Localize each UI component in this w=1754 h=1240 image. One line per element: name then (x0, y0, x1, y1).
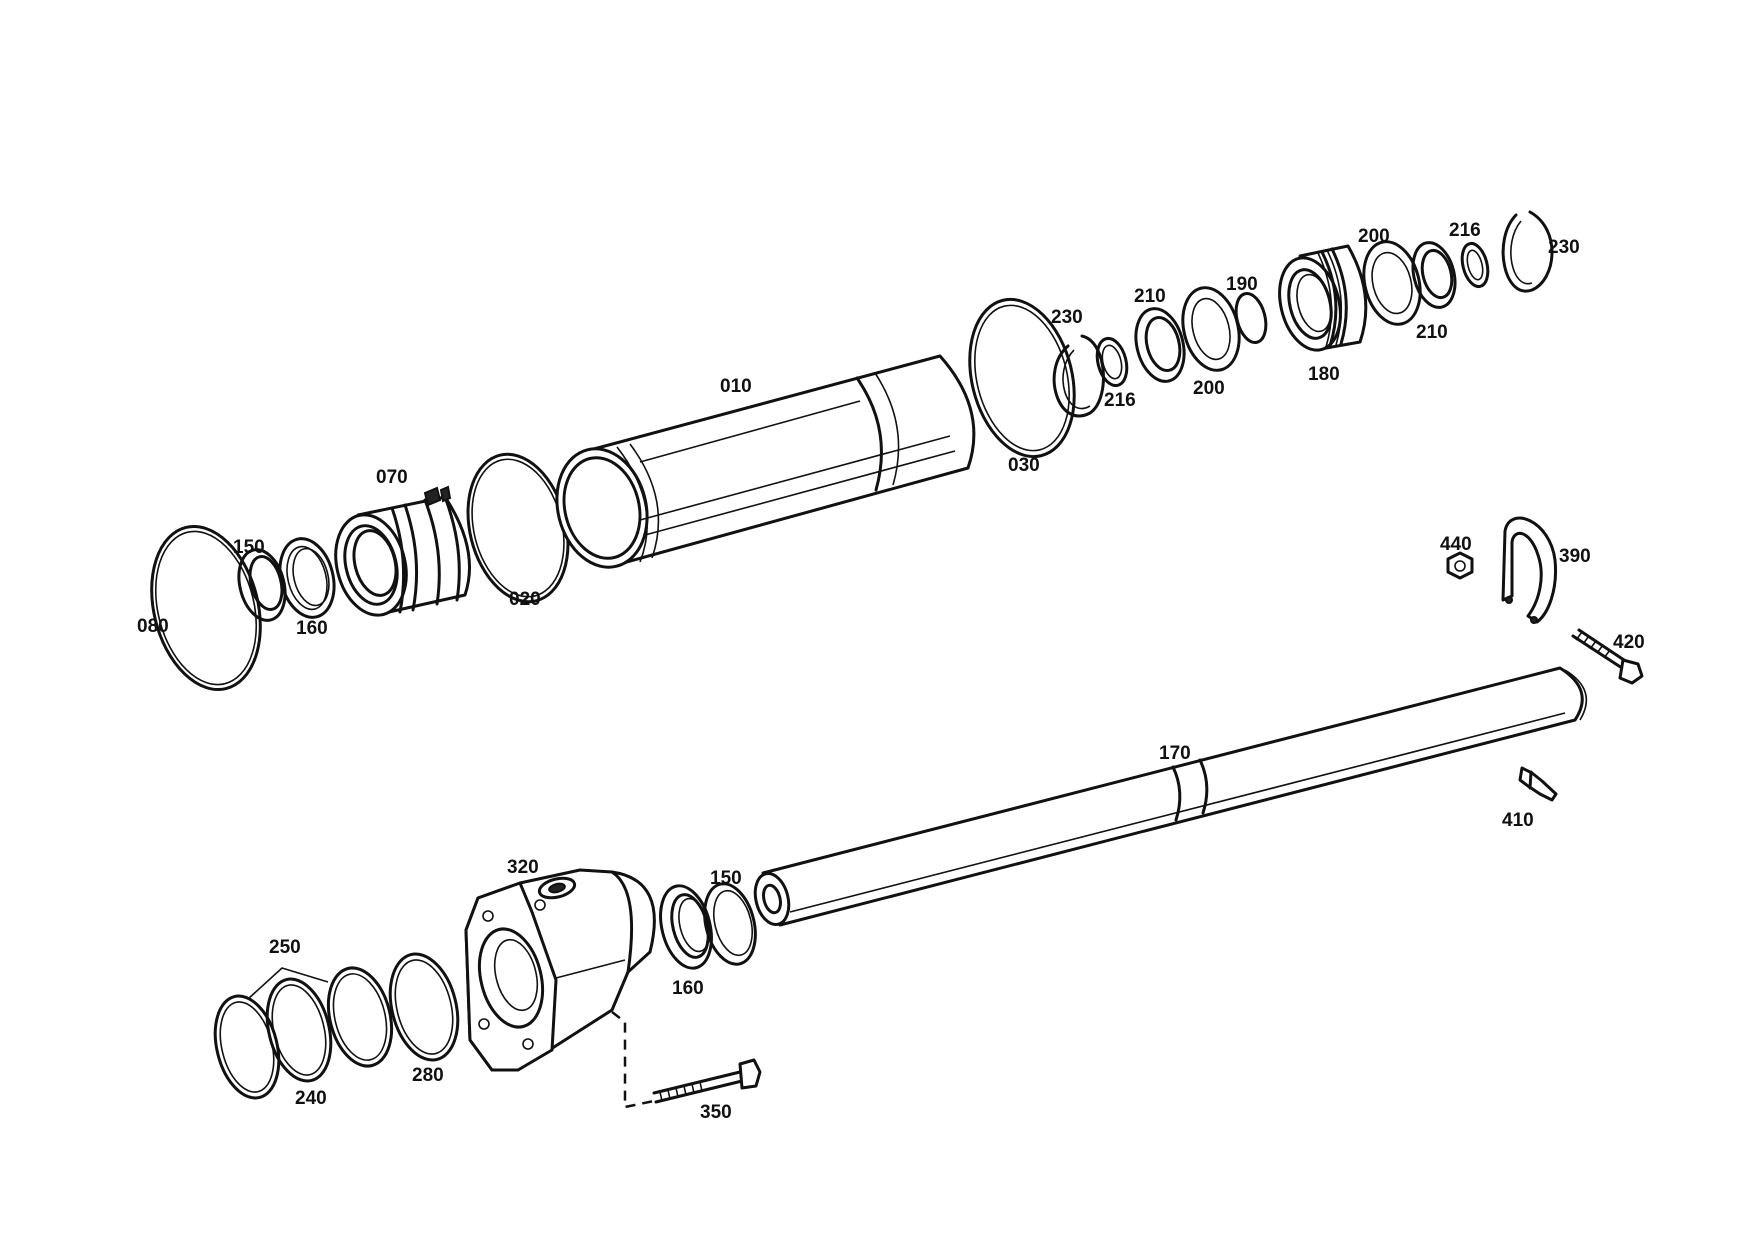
label-410: 410 (1502, 810, 1534, 831)
part-230-snap-ring-right (1501, 210, 1554, 293)
part-180-guide-bushing (1278, 244, 1368, 352)
part-440-nut (1446, 551, 1474, 580)
part-030-ring (968, 297, 1076, 459)
label-216-right: 216 (1449, 220, 1481, 241)
label-150-upper: 150 (233, 537, 265, 558)
part-250-ring-a (213, 994, 281, 1100)
label-180: 180 (1308, 364, 1340, 385)
label-320: 320 (507, 857, 539, 878)
part-350-bolt (652, 1058, 762, 1104)
label-230-right: 230 (1548, 237, 1580, 258)
label-170: 170 (1159, 743, 1191, 764)
label-420: 420 (1613, 632, 1645, 653)
label-350: 350 (700, 1102, 732, 1123)
leader-350-dashed (611, 1011, 655, 1109)
part-216-ring-left (1095, 336, 1129, 388)
part-190-o-ring (1234, 292, 1268, 344)
part-420-bolt (1571, 628, 1644, 685)
label-150-lower: 150 (710, 868, 742, 889)
label-190: 190 (1226, 274, 1258, 295)
part-230-snap-ring-left (1052, 334, 1105, 418)
part-280-o-ring (388, 952, 460, 1062)
label-210-left: 210 (1134, 286, 1166, 307)
part-200-washer-right (1362, 240, 1422, 326)
part-410-pin (1518, 766, 1558, 802)
part-200-washer-left (1181, 286, 1241, 372)
part-010-cylinder-tube (555, 354, 976, 569)
part-210-ring-right (1411, 241, 1457, 309)
label-010: 010 (720, 376, 752, 397)
label-020: 020 (509, 589, 541, 610)
label-210-right: 210 (1416, 322, 1448, 343)
part-240-ring (265, 977, 333, 1083)
part-170-piston-rod (753, 666, 1588, 927)
label-230-left: 230 (1051, 307, 1083, 328)
part-320-end-cap (464, 868, 656, 1072)
label-070: 070 (376, 467, 408, 488)
label-440: 440 (1440, 534, 1472, 555)
leader-250 (247, 967, 329, 1000)
label-240: 240 (295, 1088, 327, 1109)
part-160-wiper-upper (278, 537, 336, 619)
part-070-piston-head (334, 485, 471, 617)
label-080: 080 (137, 616, 169, 637)
label-030: 030 (1008, 455, 1040, 476)
label-200-left: 200 (1193, 378, 1225, 399)
label-250: 250 (269, 937, 301, 958)
label-216-left: 216 (1104, 390, 1136, 411)
label-280: 280 (412, 1065, 444, 1086)
label-390: 390 (1559, 546, 1591, 567)
part-210-ring-left (1134, 307, 1186, 383)
label-160-lower: 160 (672, 978, 704, 999)
label-200-right: 200 (1358, 226, 1390, 247)
label-160-upper: 160 (296, 618, 328, 639)
part-216-ring-right (1460, 241, 1490, 289)
part-150-seal-lower (703, 882, 757, 966)
part-080-o-ring (150, 524, 262, 692)
part-390-clamp (1501, 516, 1558, 624)
part-250-ring-b (326, 966, 394, 1068)
